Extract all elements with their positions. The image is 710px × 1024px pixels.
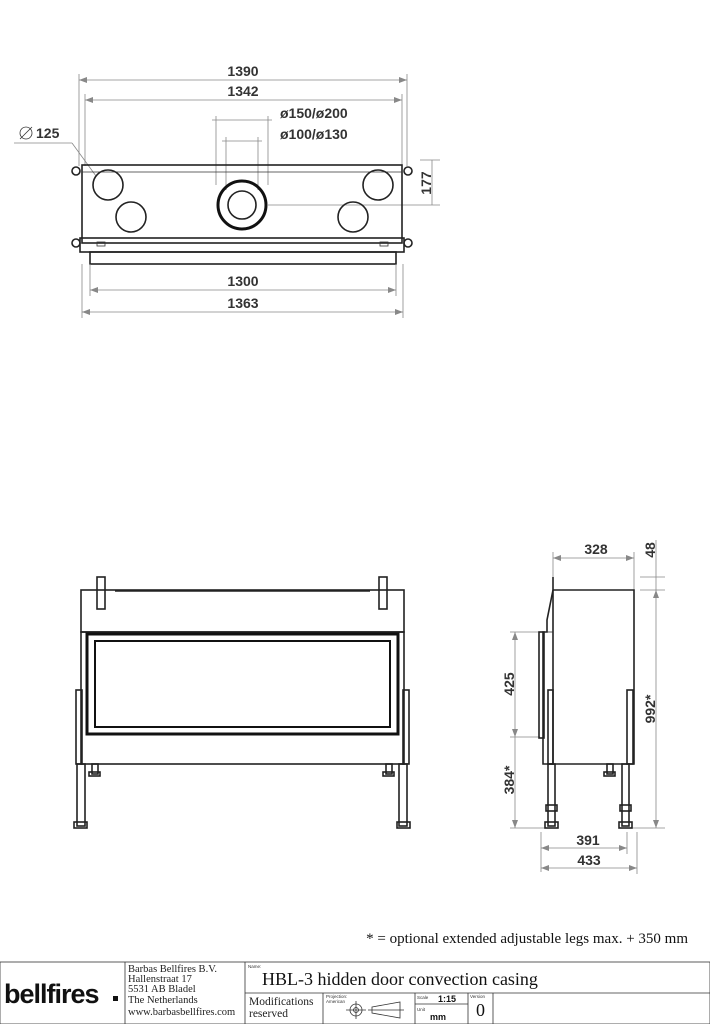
dim-label-base-depth: 433 [577, 852, 601, 868]
dim-label-front-width: 1300 [227, 273, 258, 289]
company-country: The Netherlands [128, 995, 198, 1006]
brand-logo-text: bellfires [4, 979, 99, 1009]
footnote: * = optional extended adjustable legs ma… [366, 931, 688, 947]
front-leg-right [398, 763, 408, 827]
projection-type: American [326, 999, 346, 1004]
side-glass-edge [538, 631, 545, 739]
dim-label-leg-height: 384* [501, 765, 517, 794]
drawing-name: HBL-3 hidden door convection casing [262, 969, 538, 989]
inlet-circle-right-front [337, 201, 369, 233]
inlet-circle-left-back [92, 169, 124, 201]
name-label: Name: [248, 964, 261, 969]
unit-value: mm [430, 1012, 446, 1022]
glass-frame [85, 632, 400, 736]
flue-inner-circle [227, 190, 257, 220]
side-leg-front [547, 763, 556, 827]
projection-symbol-icon [346, 1001, 404, 1019]
front-view [73, 576, 411, 829]
dim-depth-offset: 177 [268, 159, 440, 206]
scale-label: Scale [417, 995, 429, 1000]
modifications-line-1: Modifications [249, 996, 314, 1008]
inlet-circle-left-front [115, 201, 147, 233]
unit-label: Unit [417, 1007, 426, 1012]
dim-label-overall-width: 1390 [227, 63, 258, 79]
company-website[interactable]: www.barbasbellfires.com [128, 1007, 235, 1018]
dim-label-total-height: 992* [642, 694, 658, 723]
bolt-right-front [403, 238, 413, 248]
dim-overall-width: 1390 [78, 63, 408, 166]
dim-leg-height: 384* [501, 737, 545, 829]
dim-glass-height: 425 [501, 631, 540, 738]
dim-total-height: 992* [630, 590, 665, 829]
dim-label-inlet-diameter: 125 [36, 125, 60, 141]
modifications-line-2: reserved [249, 1008, 288, 1020]
title-block: bellfires Barbas Bellfires B.V. Hallenst… [0, 961, 710, 1024]
dim-label-top-rise: 48 [642, 542, 658, 558]
dim-label-base-width: 1363 [227, 295, 258, 311]
company-name: Barbas Bellfires B.V. [128, 964, 217, 975]
flue-outer-circle [216, 179, 268, 231]
dim-flue-outer: ø150/ø200 [212, 105, 348, 185]
top-view: 1390 1342 ø150/ø200 ø100/ø130 12 [14, 63, 440, 318]
dim-label-flue-inner: ø100/ø130 [280, 126, 348, 142]
bolt-right-back [403, 166, 413, 176]
dim-leg-span: 391 [540, 832, 628, 872]
dim-label-glass-height: 425 [501, 672, 517, 696]
dim-label-top-depth: 328 [584, 541, 608, 557]
company-street: Hallenstraat 17 [128, 974, 192, 985]
dim-front-width: 1300 [89, 264, 397, 296]
inlet-circle-right-back [362, 169, 394, 201]
brand-logo: bellfires [4, 979, 118, 1009]
side-leg-back [621, 763, 630, 827]
bolt-left-back [71, 166, 81, 176]
dim-flue-inner: ø100/ø130 [222, 126, 348, 190]
dim-label-inner-width: 1342 [227, 83, 258, 99]
company-website-link[interactable]: www.barbasbellfires.com [128, 1007, 235, 1018]
dim-label-depth-offset: 177 [418, 171, 434, 195]
side-view: 328 48 992* 425 384* [501, 540, 665, 874]
dim-inlet-diameter: 125 [14, 125, 97, 177]
projection-label: Projection: [326, 994, 347, 999]
front-lug-right [378, 576, 388, 610]
dim-top-rise: 48 [640, 540, 665, 591]
dim-top-depth: 328 [552, 541, 635, 590]
dim-label-flue-outer: ø150/ø200 [280, 105, 348, 121]
dim-base-width: 1363 [81, 264, 404, 318]
version-label: Version [470, 994, 486, 999]
glass-panel [94, 640, 391, 728]
dim-label-leg-span: 391 [576, 832, 600, 848]
dim-inner-width: 1342 [84, 83, 403, 166]
front-leg-left [76, 763, 86, 827]
company-city: 5531 AB Bladel [128, 984, 196, 995]
scale-value: 1:15 [438, 994, 456, 1004]
version-value: 0 [476, 1000, 485, 1020]
bolt-left-front [71, 238, 81, 248]
top-view-body [71, 164, 413, 265]
dim-base-depth: 433 [541, 832, 638, 874]
front-lug-left [96, 576, 106, 610]
